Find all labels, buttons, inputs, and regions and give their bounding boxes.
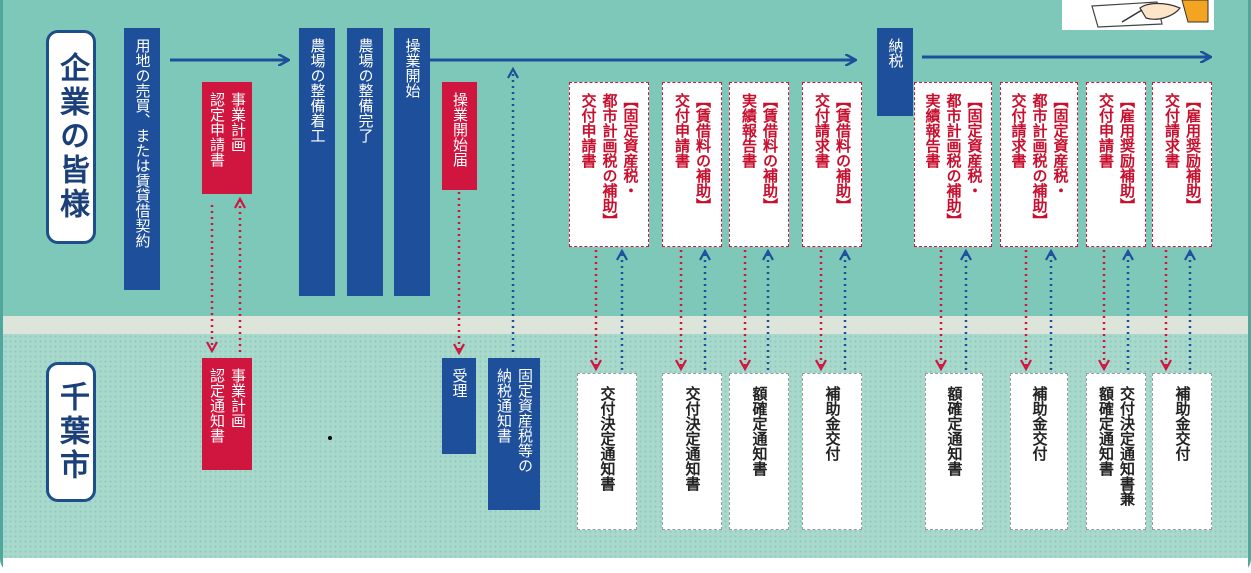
doc-property-tax-report-label: 【固定資産税・ 都市計画税の補助】 実績報告書 — [923, 93, 984, 228]
party-city: 千葉市 — [46, 362, 96, 502]
frame-foot — [3, 558, 1248, 573]
step-operation-start: 操業開始 — [394, 28, 430, 296]
city-receipt-label: 受理 — [450, 368, 469, 398]
band-divider — [3, 316, 1248, 334]
doc-property-tax-request-label: 【固定資産税・ 都市計画税の補助】 交付請求書 — [1009, 93, 1070, 228]
doc-property-tax-application-label: 【固定資産税・ 都市計画税の補助】 交付申請書 — [579, 93, 640, 228]
party-company: 企業の皆様 — [46, 30, 96, 244]
doc-rent-application-label: 【賃借料の補助】 交付申請書 — [673, 93, 712, 213]
city-plan-approval-label: 事業計画 認定通知書 — [208, 368, 247, 443]
doc-rent-application: 【賃借料の補助】 交付申請書 — [662, 82, 722, 247]
doc-property-tax-request: 【固定資産税・ 都市計画税の補助】 交付請求書 — [1000, 82, 1078, 247]
notice-grant-decision-1: 交付決定通知書 — [577, 373, 637, 530]
doc-employment-application-label: 【雇用奨励補助】 交付申請書 — [1097, 93, 1136, 213]
doc-property-tax-application: 【固定資産税・ 都市計画税の補助】 交付申請書 — [569, 82, 649, 247]
notice-amount-confirmed-2-label: 額確定通知書 — [945, 386, 964, 476]
doc-rent-request: 【賃借料の補助】 交付請求書 — [802, 82, 862, 247]
step-land-contract-label: 用地の売買、または賃貸借契約 — [133, 38, 152, 248]
notice-subsidy-paid-3-label: 補助金交付 — [1173, 386, 1192, 461]
step-tax-payment-label: 納税 — [886, 38, 905, 68]
notice-subsidy-paid-1-label: 補助金交付 — [823, 386, 842, 461]
notice-subsidy-paid-2: 補助金交付 — [1010, 373, 1068, 530]
notice-grant-decision-2: 交付決定通知書 — [662, 373, 722, 530]
notice-grant-decision-1-label: 交付決定通知書 — [598, 386, 617, 491]
notice-subsidy-paid-3: 補助金交付 — [1152, 373, 1212, 530]
city-tax-notice-label: 固定資産税等の 納税通知書 — [495, 368, 534, 473]
hand-writing-illustration — [1062, 0, 1214, 30]
step-construction-start-label: 農場の整備着工 — [308, 38, 327, 143]
doc-employment-application: 【雇用奨励補助】 交付申請書 — [1086, 82, 1146, 247]
step-land-contract: 用地の売買、または賃貸借契約 — [124, 28, 160, 290]
doc-property-tax-report: 【固定資産税・ 都市計画税の補助】 実績報告書 — [914, 82, 992, 247]
doc-employment-request-label: 【雇用奨励補助】 交付請求書 — [1163, 93, 1202, 213]
step-operation-notice-label: 操業開始届 — [451, 92, 469, 167]
doc-rent-report-label: 【賃借料の補助】 実績報告書 — [740, 93, 779, 213]
notice-subsidy-paid-2-label: 補助金交付 — [1030, 386, 1049, 461]
city-plan-approval: 事業計画 認定通知書 — [202, 358, 252, 470]
step-plan-application-label: 事業計画 認定申請書 — [208, 92, 247, 167]
party-city-label: 千葉市 — [54, 381, 89, 483]
step-operation-start-label: 操業開始 — [403, 38, 422, 98]
notice-amount-confirmed-1-label: 額確定通知書 — [750, 386, 769, 476]
city-receipt: 受理 — [442, 358, 476, 454]
step-construction-complete: 農場の整備完了 — [347, 28, 383, 296]
stray-dot — [328, 436, 332, 440]
notice-subsidy-paid-1: 補助金交付 — [802, 373, 862, 530]
step-tax-payment: 納税 — [877, 28, 913, 116]
notice-amount-confirmed-1: 額確定通知書 — [729, 373, 789, 530]
step-operation-notice: 操業開始届 — [442, 82, 477, 190]
doc-rent-report: 【賃借料の補助】 実績報告書 — [729, 82, 789, 247]
notice-grant-decision-2-label: 交付決定通知書 — [683, 386, 702, 491]
notice-amount-confirmed-2: 額確定通知書 — [925, 373, 983, 530]
notice-grant-and-amount: 交付決定通知書兼 額確定通知書 — [1086, 373, 1146, 530]
step-construction-complete-label: 農場の整備完了 — [356, 38, 375, 143]
city-tax-notice: 固定資産税等の 納税通知書 — [488, 358, 540, 510]
step-construction-start: 農場の整備着工 — [299, 28, 335, 296]
doc-employment-request: 【雇用奨励補助】 交付請求書 — [1152, 82, 1212, 247]
party-company-label: 企業の皆様 — [54, 52, 89, 222]
step-plan-application: 事業計画 認定申請書 — [202, 82, 252, 194]
doc-rent-request-label: 【賃借料の補助】 交付請求書 — [813, 93, 852, 213]
notice-grant-and-amount-label: 交付決定通知書兼 額確定通知書 — [1097, 386, 1136, 506]
